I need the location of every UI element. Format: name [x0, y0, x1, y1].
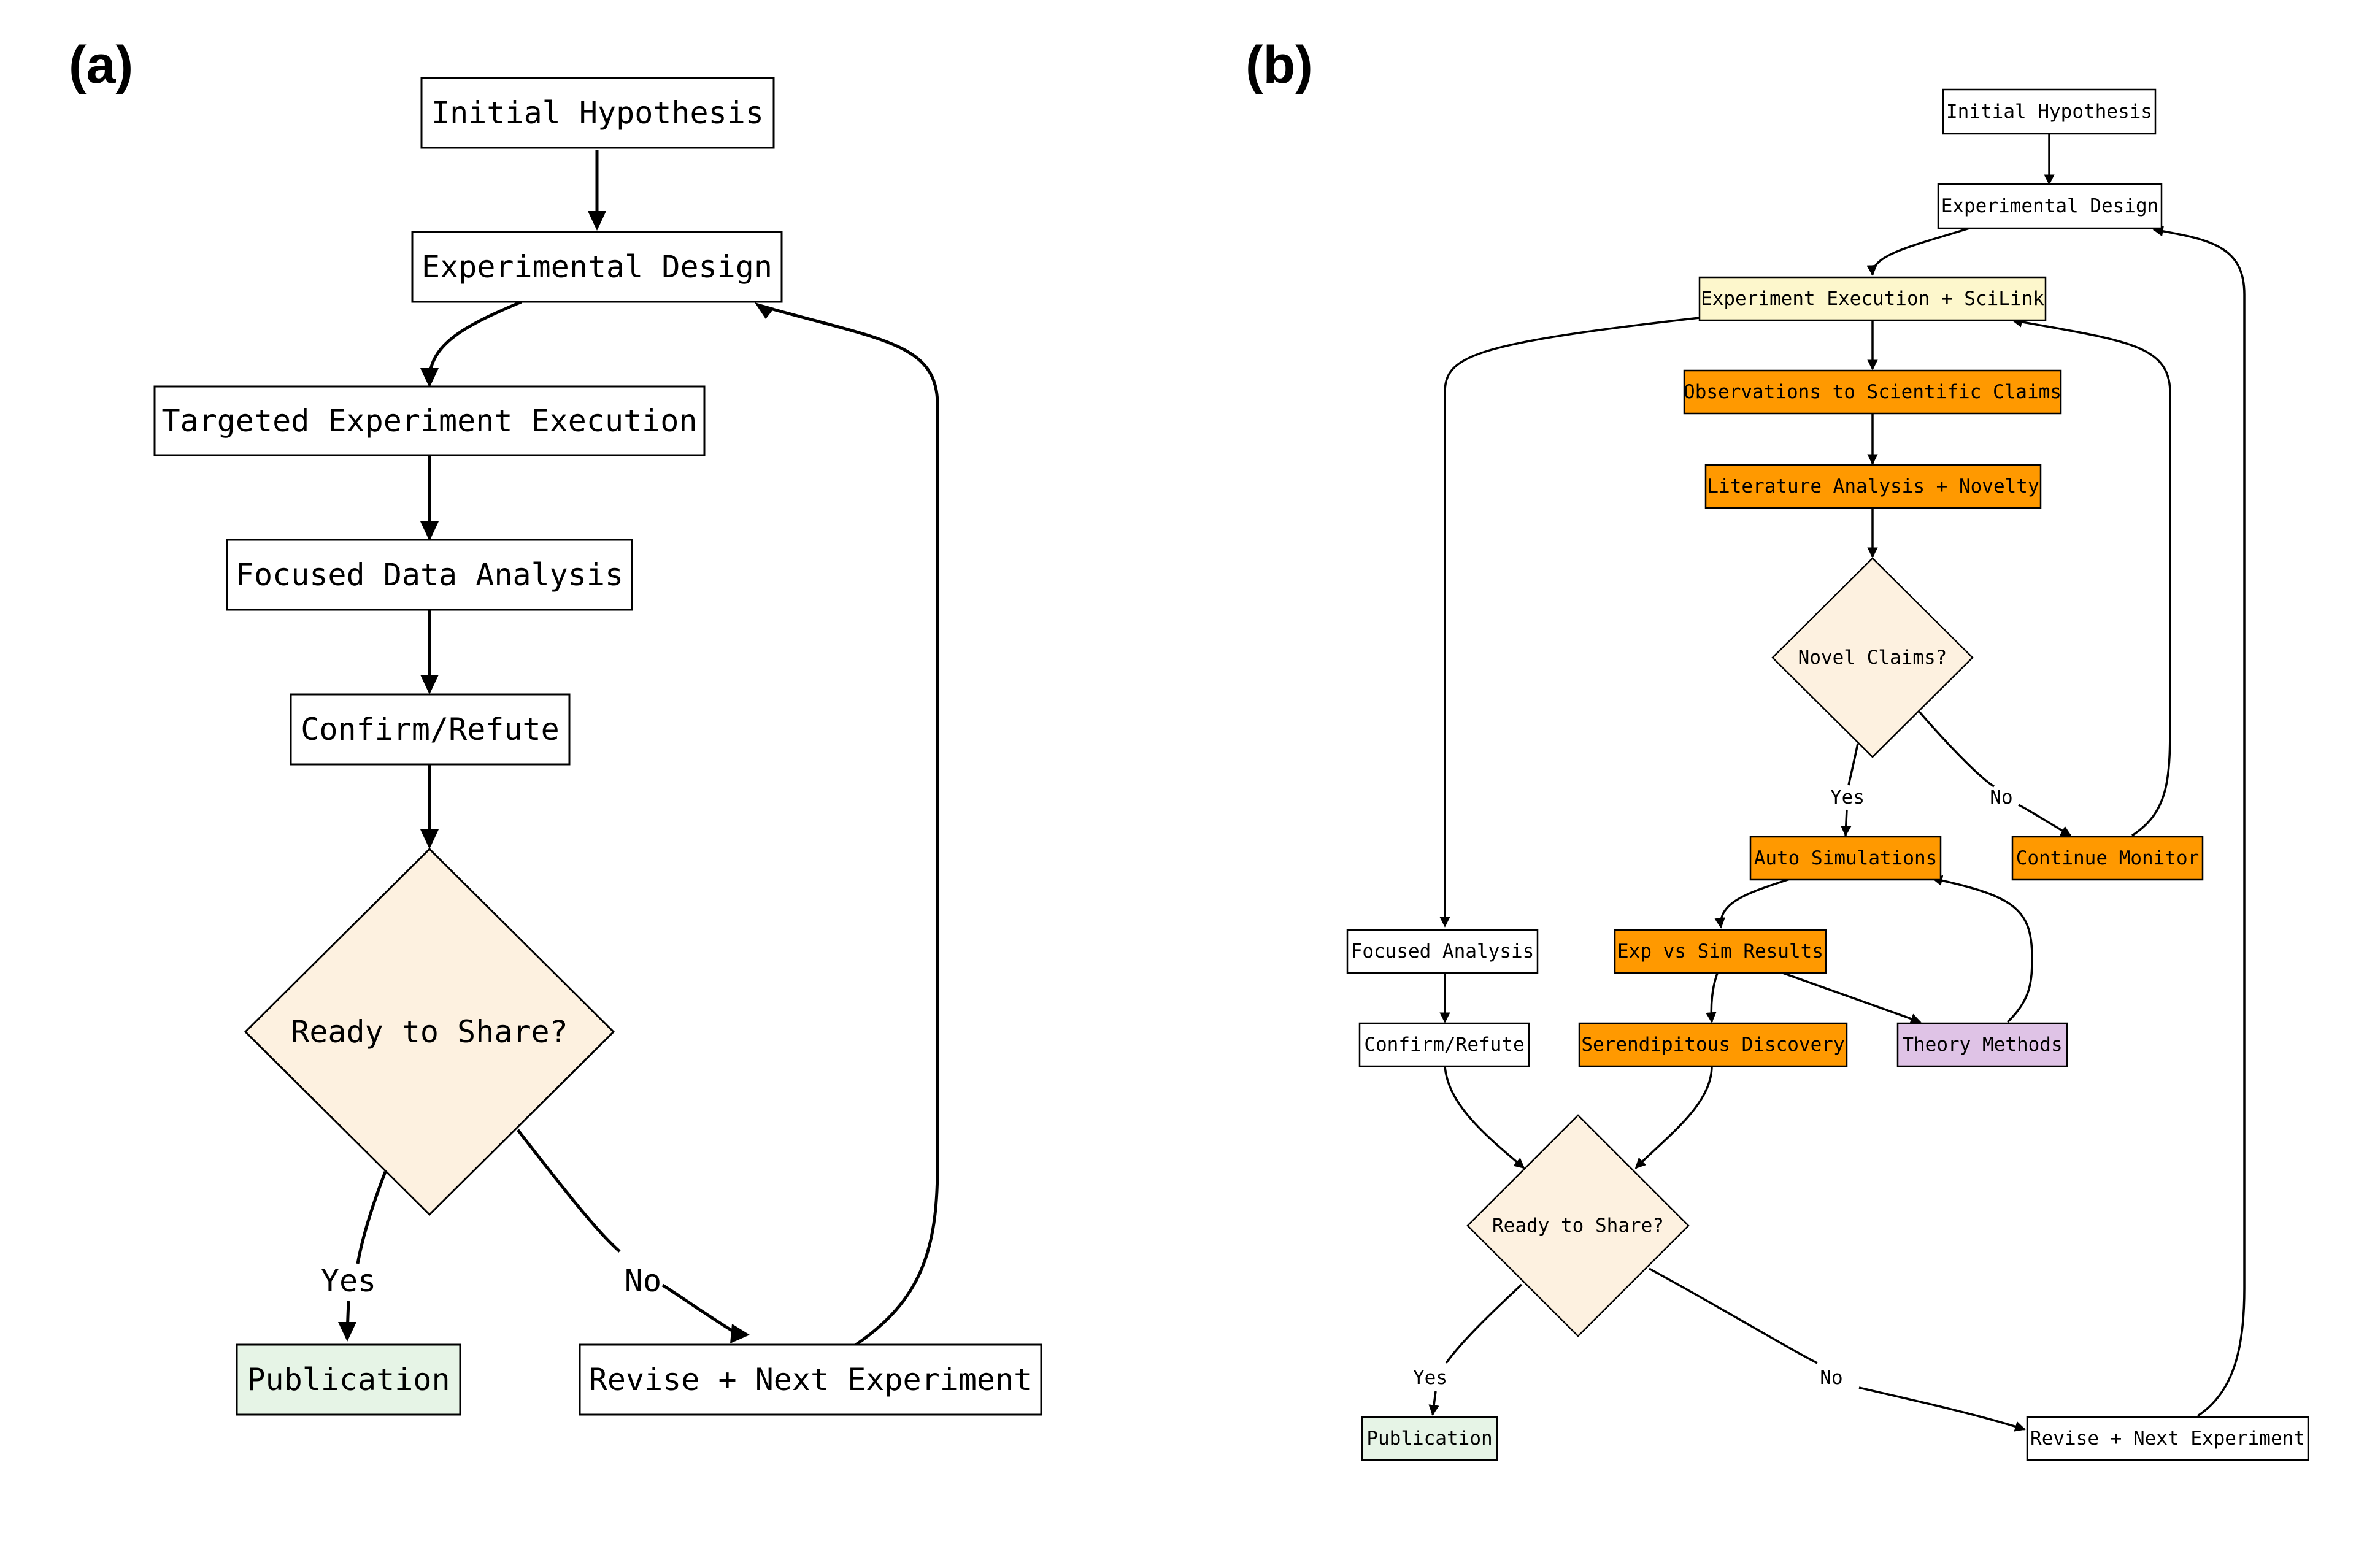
- arrowhead: [420, 829, 439, 849]
- node-label: Initial Hypothesis: [431, 95, 764, 131]
- node-b-ready-to-share-decision: Ready to Share?: [1466, 1114, 1690, 1337]
- node-label: Novel Claims?: [1798, 647, 1947, 669]
- node-b-theory-methods: Theory Methods: [1896, 1022, 2068, 1067]
- edge-label-ready-no: No: [1820, 1367, 1842, 1389]
- node-b-exp-vs-sim: Exp vs Sim Results: [1614, 929, 1827, 974]
- panel-a-arrowheads: [338, 211, 774, 1343]
- edge-label-yes: Yes: [321, 1263, 376, 1299]
- node-b-experimental-design: Experimental Design: [1937, 183, 2163, 229]
- edge-revise-to-design: [763, 305, 939, 1347]
- edge-label-no: No: [625, 1263, 661, 1299]
- node-b-focused-analysis: Focused Analysis: [1346, 929, 1539, 974]
- arrowhead: [755, 302, 774, 319]
- node-b-publication: Publication: [1361, 1416, 1498, 1461]
- node-label: Focused Analysis: [1351, 940, 1534, 963]
- edge-b-expvssim-to-theory: [1779, 970, 1922, 1024]
- node-a-focused-data-analysis: Focused Data Analysis: [226, 539, 633, 611]
- arrowhead: [588, 211, 606, 231]
- node-label: Ready to Share?: [291, 1014, 568, 1050]
- arrowhead: [420, 675, 439, 694]
- edge-b-novel-yes-upper: [1847, 743, 1859, 786]
- node-b-initial-hypothesis: Initial Hypothesis: [1942, 88, 2157, 135]
- node-b-auto-simulations: Auto Simulations: [1749, 836, 1942, 881]
- edge-ready-no-lower: [661, 1283, 742, 1338]
- panel-b-label: (b): [1245, 36, 1313, 94]
- node-label: Observations to Scientific Claims: [1684, 381, 2062, 403]
- edge-b-ready-yes-upper: [1445, 1283, 1523, 1364]
- node-label: Targeted Experiment Execution: [162, 403, 698, 439]
- arrowhead: [420, 368, 439, 388]
- arrowhead: [730, 1324, 750, 1343]
- node-label: Publication: [247, 1362, 450, 1397]
- panel-b: (b): [1245, 36, 2309, 1461]
- node-label: Initial Hypothesis: [1946, 101, 2152, 123]
- edge-b-expvssim-to-serendipitous: [1706, 971, 1719, 1023]
- edge-b-novel-yes-lower: [1841, 809, 1852, 837]
- edge-b-design-to-execution: [1866, 227, 1970, 276]
- edge-label-novel-yes: Yes: [1830, 786, 1865, 809]
- edge-b-theory-to-autosim: [1931, 875, 2033, 1023]
- edge-b-monitor-to-execution: [2011, 317, 2171, 837]
- node-label: Revise + Next Experiment: [2030, 1428, 2305, 1450]
- panel-a: (a) Initial Hypothe: [69, 36, 1042, 1416]
- node-a-experimental-design: Experimental Design: [411, 231, 783, 303]
- arrowhead: [338, 1322, 356, 1342]
- panel-b-edges: [1428, 134, 2246, 1432]
- panel-a-edges: [345, 150, 939, 1347]
- edge-label-novel-no: No: [1990, 786, 2012, 809]
- node-label: Confirm/Refute: [1364, 1034, 1524, 1056]
- edge-b-autosim-to-expvssim: [1714, 877, 1792, 929]
- node-a-revise-next-experiment: Revise + Next Experiment: [579, 1343, 1042, 1416]
- node-a-publication: Publication: [236, 1343, 461, 1416]
- node-label: Exp vs Sim Results: [1617, 940, 1823, 963]
- edge-b-ready-no: [1649, 1267, 1818, 1364]
- node-b-novel-claims-decision: Novel Claims?: [1771, 557, 1974, 758]
- node-a-targeted-experiment-execution: Targeted Experiment Execution: [153, 385, 706, 456]
- node-label: Ready to Share?: [1492, 1215, 1664, 1237]
- edge-b-novel-no-upper: [1918, 710, 1995, 788]
- node-label: Auto Simulations: [1754, 847, 1938, 869]
- edge-ready-no: [517, 1129, 621, 1253]
- node-label: Continue Monitor: [2016, 847, 2200, 869]
- edge-b-ready-yes-lower: [1428, 1391, 1439, 1416]
- edge-label-ready-yes: Yes: [1413, 1367, 1447, 1389]
- node-label: Experiment Execution + SciLink: [1701, 288, 2044, 310]
- node-label: Confirm/Refute: [301, 712, 559, 747]
- node-a-confirm-refute: Confirm/Refute: [290, 693, 571, 766]
- edge-b-confirm-to-ready: [1444, 1066, 1525, 1169]
- panel-a-label: (a): [69, 36, 133, 94]
- node-label: Publication: [1366, 1428, 1492, 1450]
- edge-b-revise-to-design: [2152, 226, 2246, 1417]
- node-label: Serendipitous Discovery: [1581, 1034, 1844, 1056]
- node-b-literature-novelty: Literature Analysis + Novelty: [1704, 464, 2042, 509]
- edge-design-to-execution: [428, 300, 522, 381]
- edge-b-ready-no-lower: [1858, 1386, 2026, 1432]
- node-label: Focused Data Analysis: [236, 557, 623, 593]
- node-label: Revise + Next Experiment: [589, 1362, 1032, 1397]
- edge-b-serendipitous-to-ready: [1634, 1066, 1713, 1169]
- node-b-revise-next-experiment: Revise + Next Experiment: [2026, 1416, 2309, 1461]
- node-b-serendipitous-discovery: Serendipitous Discovery: [1578, 1022, 1848, 1067]
- edge-ready-yes: [356, 1171, 387, 1264]
- node-label: Experimental Design: [1941, 195, 2159, 217]
- node-b-execution-scilink: Experiment Execution + SciLink: [1698, 276, 2047, 321]
- node-a-initial-hypothesis: Initial Hypothesis: [420, 77, 775, 149]
- node-label: Experimental Design: [422, 249, 772, 285]
- node-a-ready-to-share-decision: Ready to Share?: [244, 847, 615, 1216]
- edge-b-execution-to-focused: [1439, 317, 1700, 928]
- node-label: Literature Analysis + Novelty: [1707, 475, 2039, 498]
- arrowhead: [420, 521, 439, 541]
- node-label: Theory Methods: [1902, 1034, 2062, 1056]
- node-b-confirm-refute: Confirm/Refute: [1358, 1022, 1530, 1067]
- edge-b-novel-no-lower: [2018, 804, 2072, 837]
- node-b-continue-monitor: Continue Monitor: [2011, 836, 2204, 881]
- node-b-observations-claims: Observations to Scientific Claims: [1683, 369, 2062, 415]
